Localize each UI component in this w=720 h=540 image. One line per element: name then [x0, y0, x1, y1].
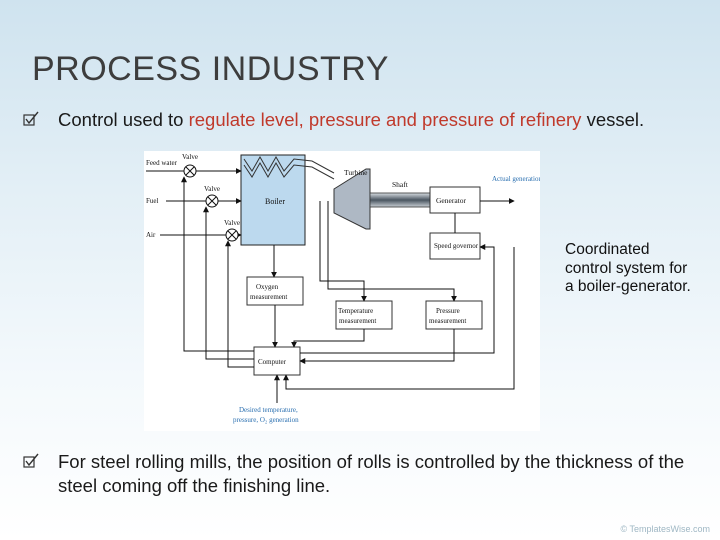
checkbox-bullet-icon — [23, 453, 39, 468]
bullet-text-part: Control used to — [58, 109, 189, 130]
shaft-label: Shaft — [392, 180, 409, 189]
valve-3-label: Valve — [224, 219, 240, 227]
bullet-text: For steel rolling mills, the position of… — [58, 451, 685, 496]
turbine-block — [333, 168, 371, 230]
steam-pipe — [243, 161, 335, 180]
air-label: Air — [146, 231, 156, 239]
computer-to-valve-feedwater — [181, 176, 254, 352]
bullet-highlight-text: regulate level, pressure and pressure of… — [188, 109, 582, 130]
boiler-generator-diagram: Boiler Turbine Shaft Generator Actual ge… — [144, 151, 542, 431]
computer-to-valve-air — [225, 240, 254, 368]
watermark: © TemplatesWise.com — [620, 524, 711, 534]
slide-title: PROCESS INDUSTRY — [32, 50, 389, 88]
valve-2-label: Valve — [204, 185, 220, 193]
bullet-text-part: vessel. — [581, 109, 645, 130]
computer-to-valve-fuel — [203, 206, 254, 360]
valve-cross — [207, 196, 217, 206]
generator-block — [429, 186, 481, 214]
fuel-label: Fuel — [146, 197, 159, 205]
speed-governor-label: Speed governor — [434, 242, 479, 250]
actual-generation-label: Actual generation — [492, 175, 540, 183]
valve-1-label: Valve — [182, 153, 198, 161]
steam-to-temperature-line — [319, 201, 367, 302]
valve-cross — [185, 166, 195, 176]
feed-water-label: Feed water — [146, 159, 178, 167]
generation-feedback-line — [283, 247, 515, 390]
valve-cross — [227, 230, 237, 240]
turbine-label: Turbine — [344, 168, 368, 177]
computer-block — [253, 346, 301, 376]
steam-pipe — [243, 155, 335, 174]
steam-to-pressure-line — [327, 201, 457, 302]
boiler-block — [240, 154, 306, 246]
bullet-text: Control used to regulate level, pressure… — [58, 108, 702, 132]
boiler-label: Boiler — [265, 197, 285, 206]
oxygen-measurement-block — [246, 276, 304, 306]
bullet-item-steel-mill: For steel rolling mills, the position of… — [22, 450, 702, 498]
checkbox-bullet-icon — [23, 111, 39, 126]
desired-setpoints-label: Desired temperature, pressure, O₂ genera… — [233, 406, 299, 424]
diagram-svg: Boiler Turbine Shaft Generator Actual ge… — [146, 153, 542, 424]
diagram-caption: Coordinated control system for a boiler-… — [565, 241, 691, 295]
temperature-to-computer-line — [291, 329, 365, 348]
bullet-item-refinery: Control used to regulate level, pressure… — [22, 108, 702, 132]
generator-label: Generator — [436, 196, 466, 205]
pressure-to-computer-line — [299, 329, 455, 364]
computer-to-governor-line — [300, 244, 495, 354]
shaft-block — [369, 192, 431, 208]
computer-label: Computer — [258, 358, 287, 366]
